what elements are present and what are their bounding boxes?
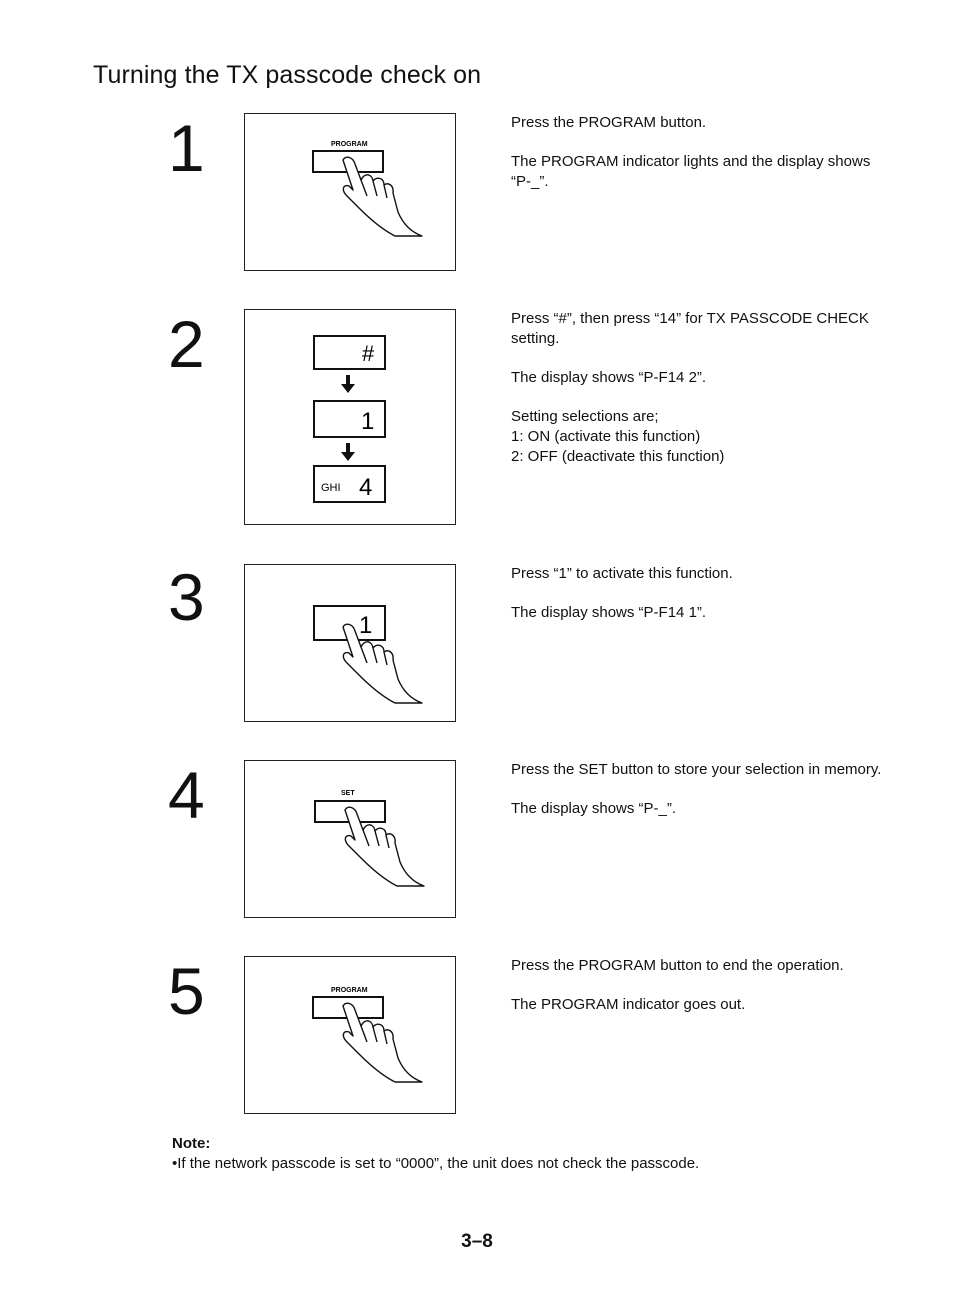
key-label: 1 [361, 408, 374, 435]
button-label: PROGRAM [331, 987, 368, 994]
key-letters: GHI [321, 482, 341, 494]
note-label: Note: [172, 1135, 211, 1152]
result-text: The display shows “P-_”. [511, 800, 677, 817]
hand-pressing-button-icon: PROGRAM [312, 141, 423, 237]
hand-pressing-button-icon: SET [314, 790, 425, 887]
note: Note: •If the network passcode is set to… [172, 1134, 699, 1174]
instruction-text: Press the PROGRAM button. [511, 114, 707, 131]
step-description: Press the SET button to store your selec… [511, 760, 891, 838]
result-text: The display shows “P-F14 2”. [511, 369, 707, 386]
step-number: 5 [168, 954, 205, 1028]
step-number: 4 [168, 758, 205, 832]
step-illustration: PROGRAM [244, 956, 456, 1114]
settings-list: Setting selections are; 1: ON (activate … [511, 407, 891, 467]
page-number: 3–8 [461, 1231, 493, 1252]
number-key-4 [313, 465, 386, 503]
step-illustration: PROGRAM [244, 113, 456, 271]
step-illustration: 1 [244, 564, 456, 722]
instruction-text: Press “1” to activate this function. [511, 565, 733, 582]
step-number: 2 [168, 307, 205, 381]
list-intro: Setting selections are; [511, 408, 659, 425]
hand-pressing-button-icon: 1 [313, 605, 423, 704]
list-item: 1: ON (activate this function) [511, 428, 701, 445]
step-description: Press “1” to activate this function. The… [511, 564, 891, 642]
result-text: The display shows “P-F14 1”. [511, 604, 707, 621]
hash-key [313, 335, 386, 370]
key-label: # [362, 341, 375, 366]
step-illustration: # 1 GHI 4 [244, 309, 456, 525]
key-label: 4 [359, 474, 372, 501]
page-title: Turning the TX passcode check on [93, 60, 482, 89]
step-illustration: SET [244, 760, 456, 918]
step-description: Press the PROGRAM button. The PROGRAM in… [511, 113, 891, 211]
step-number: 3 [168, 560, 205, 634]
arrow-down-icon [341, 375, 355, 393]
step-description: Press “#”, then press “14” for TX PASSCO… [511, 309, 891, 467]
instruction-text: Press the PROGRAM button to end the oper… [511, 957, 844, 974]
button-label: SET [341, 790, 355, 797]
arrow-down-icon [341, 443, 355, 461]
result-text: The PROGRAM indicator goes out. [511, 996, 746, 1013]
instruction-text: Press the SET button to store your selec… [511, 761, 882, 778]
button-label: PROGRAM [331, 141, 368, 148]
key-sequence-illustration: # 1 GHI 4 [313, 335, 386, 503]
step-number: 1 [168, 111, 205, 185]
result-text: The PROGRAM indicator lights and the dis… [511, 153, 871, 190]
list-item: 2: OFF (deactivate this function) [511, 448, 725, 465]
key-label: 1 [359, 612, 372, 639]
note-text: •If the network passcode is set to “0000… [172, 1155, 700, 1172]
number-key-1 [313, 400, 386, 438]
step-description: Press the PROGRAM button to end the oper… [511, 956, 891, 1034]
hand-pressing-button-icon: PROGRAM [312, 987, 423, 1083]
instruction-text: Press “#”, then press “14” for TX PASSCO… [511, 310, 869, 347]
